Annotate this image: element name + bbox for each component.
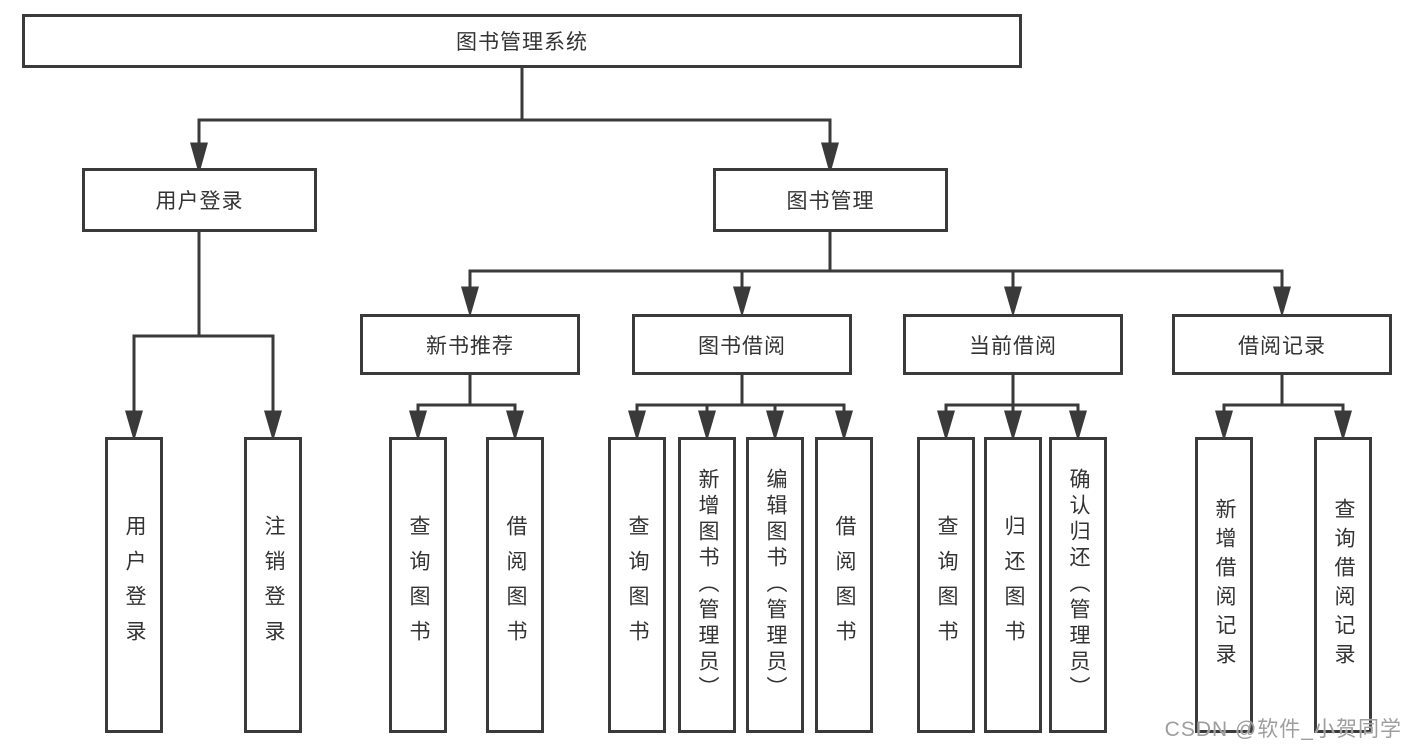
connector-book-management-to-level3	[461, 230, 1291, 318]
connector-new-book-recommend-to-leaves	[409, 373, 524, 442]
node-label: 用户登录	[155, 190, 244, 213]
leaf-query-books-recommend: 查询图书	[389, 437, 447, 733]
node-label: 借阅记录	[1238, 334, 1326, 358]
leaf-borrow-books: 借阅图书	[815, 437, 873, 733]
node-book-management-branch: 图书管理	[713, 168, 948, 232]
connector-current-borrowing-to-leaves	[937, 373, 1087, 442]
leaf-label: 查询图书	[935, 515, 958, 655]
node-label: 图书管理系统	[456, 31, 588, 54]
leaf-label: 新增借阅记录	[1213, 498, 1236, 672]
node-root-library-management-system: 图书管理系统	[22, 14, 1022, 68]
watermark: CSDN @软件_小贺同学	[1164, 718, 1402, 741]
node-book-borrowing: 图书借阅	[632, 314, 852, 375]
leaf-label: 确认归还（管理员）	[1067, 468, 1090, 702]
connector-borrowing-records-to-leaves	[1215, 373, 1352, 442]
leaf-query-borrow-record: 查询借阅记录	[1314, 437, 1372, 733]
node-label: 图书借阅	[698, 334, 786, 358]
leaf-label: 编辑图书（管理员）	[764, 468, 787, 702]
node-label: 图书管理	[786, 190, 875, 213]
node-label: 新书推荐	[426, 334, 514, 358]
leaf-user-login: 用户登录	[105, 437, 163, 733]
leaf-label: 归还图书	[1002, 515, 1025, 655]
node-new-book-recommend: 新书推荐	[360, 314, 580, 375]
leaf-label: 借阅图书	[504, 515, 527, 655]
leaf-add-borrow-record: 新增借阅记录	[1195, 437, 1253, 733]
node-user-login-branch: 用户登录	[82, 168, 317, 232]
leaf-add-books-admin: 新增图书（管理员）	[678, 437, 736, 733]
node-borrowing-records: 借阅记录	[1172, 314, 1392, 375]
leaf-label: 借阅图书	[833, 515, 856, 655]
leaf-logout: 注销登录	[244, 437, 302, 733]
leaf-label: 查询图书	[626, 515, 649, 655]
leaf-query-books-borrowing: 查询图书	[608, 437, 666, 733]
connector-root-to-level2	[190, 66, 839, 175]
leaf-query-books-current: 查询图书	[917, 437, 975, 733]
leaf-label: 查询借阅记录	[1332, 498, 1355, 672]
leaf-confirm-return-admin: 确认归还（管理员）	[1049, 437, 1107, 733]
node-label: 当前借阅	[969, 334, 1057, 358]
leaf-label: 注销登录	[262, 515, 285, 655]
leaf-label: 查询图书	[407, 515, 430, 655]
leaf-label: 用户登录	[123, 515, 146, 655]
leaf-label: 新增图书（管理员）	[696, 468, 719, 702]
leaf-edit-books-admin: 编辑图书（管理员）	[746, 437, 804, 733]
node-current-borrowing: 当前借阅	[903, 314, 1123, 375]
connector-user-login-to-leaves	[125, 230, 282, 442]
leaf-return-books: 归还图书	[984, 437, 1042, 733]
connector-book-borrowing-to-leaves	[628, 373, 853, 442]
leaf-borrow-books-recommend: 借阅图书	[486, 437, 544, 733]
